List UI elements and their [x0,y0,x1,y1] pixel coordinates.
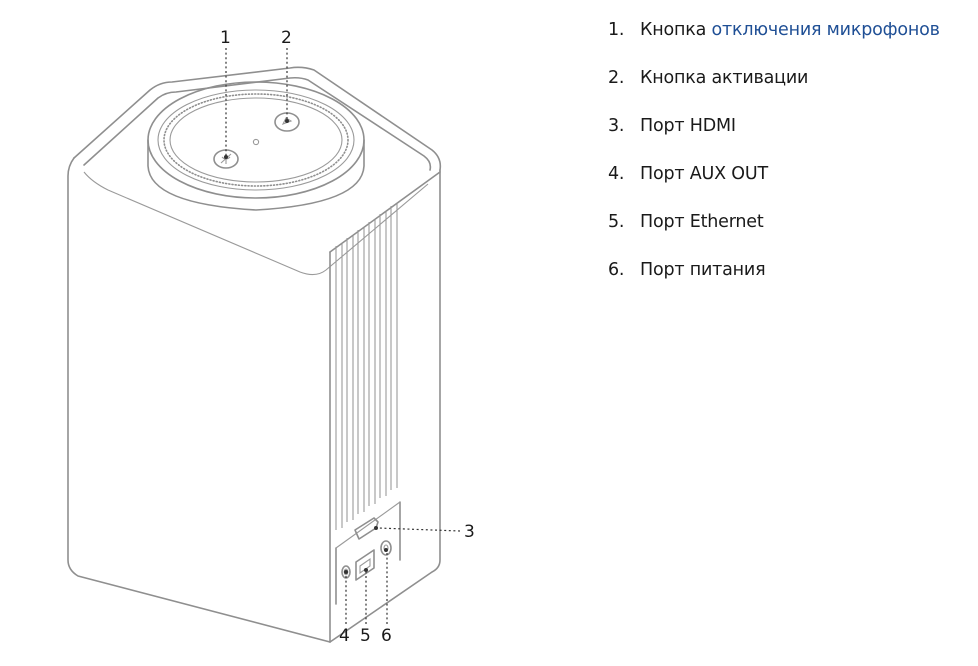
callout-number-5: 5 [360,626,371,646]
microphone-hole [252,138,260,146]
legend-number: 2. [608,68,625,88]
hdmi-port [354,517,379,540]
callout-number-3: 3 [464,522,475,542]
callout-6: 6 [381,548,392,646]
legend-text: Кнопка активации [640,68,809,88]
legend-number: 5. [608,212,625,232]
callout-number-1: 1 [220,28,231,48]
legend-number: 1. [608,20,625,40]
ethernet-port [355,549,375,581]
legend-text: Порт HDMI [640,116,736,136]
legend-number: 6. [608,260,625,280]
legend-number: 3. [608,116,625,136]
legend-text: Порт питания [640,260,766,280]
mute-info-link[interactable]: отключения микрофонов [711,20,940,40]
callout-number-2: 2 [281,28,292,48]
callout-3: 3 [374,522,475,542]
legend-text: Порт AUX OUT [640,164,768,184]
callout-1: 1 [220,28,231,159]
callout-4: 4 [339,570,350,646]
callout-number-6: 6 [381,626,392,646]
legend-number: 4. [608,164,625,184]
speaker-body [67,66,442,643]
ventilation-slots [335,204,398,530]
callout-5: 5 [360,568,371,646]
callout-2: 2 [281,28,292,123]
legend-text: Порт Ethernet [640,212,764,232]
callout-number-4: 4 [339,626,350,646]
legend-text: Кнопка [640,20,712,40]
port-panel [335,501,401,605]
